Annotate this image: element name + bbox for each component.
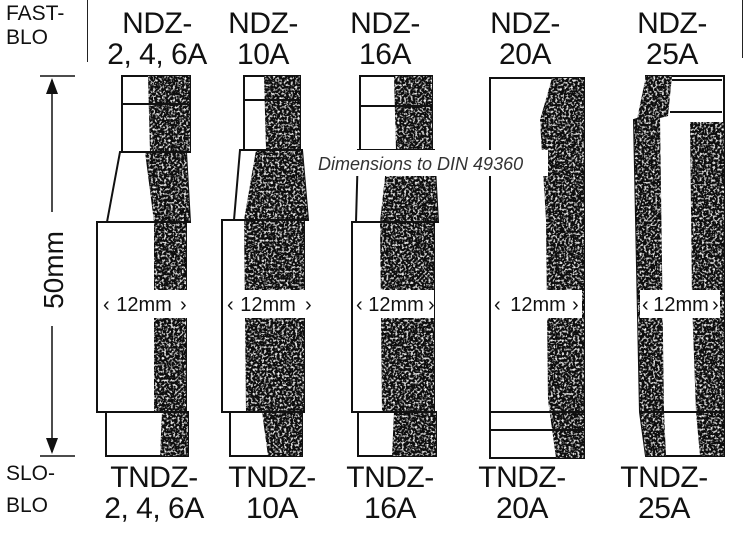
svg-text:›: › xyxy=(572,294,579,316)
width-label-3: 12mm ‹ › xyxy=(354,290,435,318)
width-label-5: 12mm ‹ › xyxy=(640,290,720,318)
width-label-3-text: 12mm xyxy=(368,294,424,316)
fuse-2-fast-label: NDZ-10A xyxy=(228,7,298,71)
svg-text:›: › xyxy=(712,294,719,316)
svg-text:‹: ‹ xyxy=(642,294,649,316)
header-divider xyxy=(87,0,88,62)
svg-text:›: › xyxy=(305,294,312,316)
fuse-4-fast-label: NDZ-20A xyxy=(490,7,560,71)
svg-text:‹: ‹ xyxy=(103,294,110,316)
din-note: Dimensions to DIN 49360 xyxy=(314,150,548,176)
fuse-2-slow-label: TNDZ-10A xyxy=(228,461,316,525)
fuse-3-fast-label: NDZ-16A xyxy=(350,7,420,71)
fast-blo-label: FAST- BLO xyxy=(6,2,65,49)
fuse-2-body xyxy=(221,75,310,457)
height-dimension-label: 50mm xyxy=(38,231,69,309)
width-label-1-text: 12mm xyxy=(116,294,172,316)
svg-text:‹: ‹ xyxy=(356,294,363,316)
width-label-2-text: 12mm xyxy=(240,294,296,316)
fuse-4-slow-label: TNDZ-20A xyxy=(478,461,566,525)
din-note-text: Dimensions to DIN 49360 xyxy=(318,154,523,174)
fuse-1-slow-label: TNDZ-2, 4, 6A xyxy=(104,461,204,525)
fuse-4-body xyxy=(489,77,585,459)
width-label-2: 12mm ‹ › xyxy=(224,290,314,318)
width-label-4-text: 12mm xyxy=(510,294,566,316)
fuse-5-slow-label: TNDZ-25A xyxy=(620,461,708,525)
width-label-1: 12mm ‹ › xyxy=(100,290,188,318)
svg-text:›: › xyxy=(428,294,435,316)
width-label-4: 12mm ‹ › xyxy=(492,290,582,318)
svg-text:›: › xyxy=(180,294,187,316)
fuse-1-body xyxy=(96,75,192,457)
fuse-5-fast-label: NDZ-25A xyxy=(637,7,707,71)
fuse-5-body xyxy=(632,75,725,457)
slo-blo-label: SLO- BLO xyxy=(6,462,56,517)
svg-text:‹: ‹ xyxy=(494,294,501,316)
header-divider-right xyxy=(742,0,743,58)
fuse-3-slow-label: TNDZ-16A xyxy=(346,461,434,525)
width-label-5-text: 12mm xyxy=(653,294,709,316)
height-dimension: 50mm xyxy=(38,75,75,457)
fuse-1-fast-label: NDZ-2, 4, 6A xyxy=(107,7,207,71)
svg-text:‹: ‹ xyxy=(227,294,234,316)
fuse-3-body xyxy=(351,75,440,457)
